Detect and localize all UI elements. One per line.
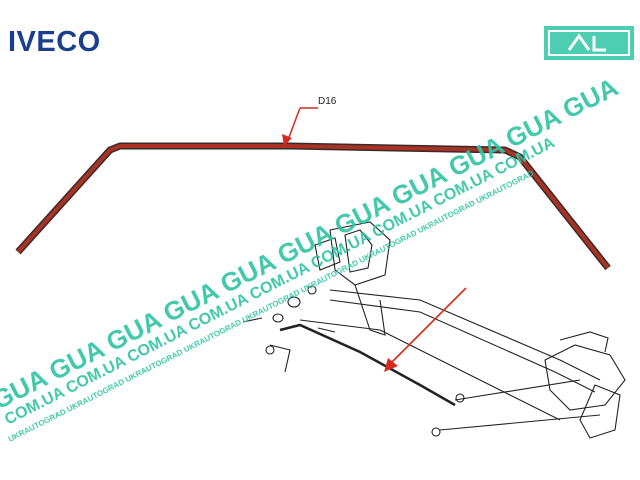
callout-arrow-icon <box>282 107 318 146</box>
ukrautograd-badge-icon <box>544 26 634 60</box>
svg-text:UKRAUTOGRAD UKRAUTOGRAD UKRAUT: UKRAUTOGRAD UKRAUTOGRAD UKRAUTOGRAD UKRA… <box>7 169 536 444</box>
callout-arrow-icon <box>384 287 467 372</box>
suspension-diagram <box>242 221 626 439</box>
part-label-d16: D16 <box>318 96 337 107</box>
iveco-logo: IVECO <box>8 26 101 58</box>
stabilizer-bar-d16 <box>15 142 611 271</box>
svg-text:GUA GUA GUA GUA GUA GUA GUA GU: GUA GUA GUA GUA GUA GUA GUA GUA GUA GUA … <box>0 72 623 416</box>
